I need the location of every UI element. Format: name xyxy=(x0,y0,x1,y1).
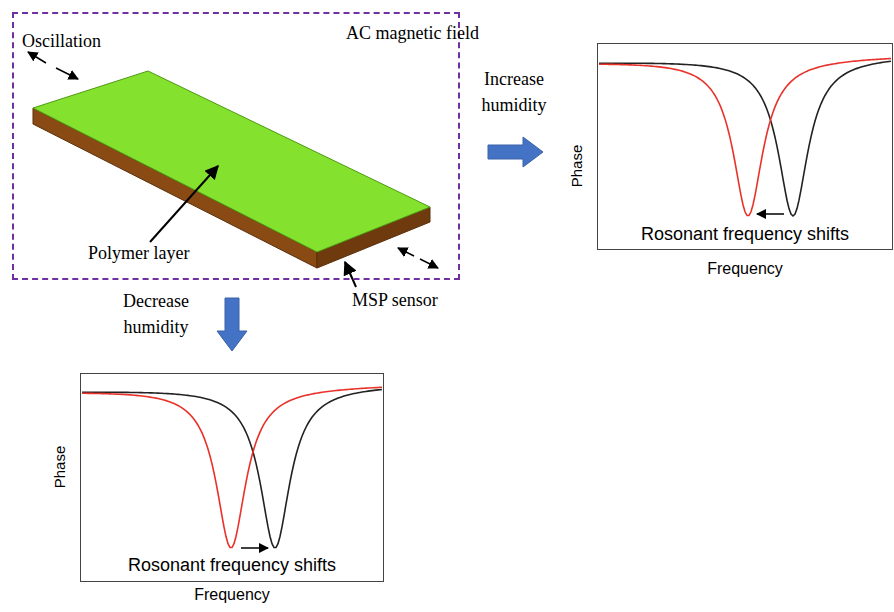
shift-arrow xyxy=(241,547,268,549)
phase-curve xyxy=(599,61,891,216)
oscillation-arrow xyxy=(398,248,414,256)
polymer-layer-top xyxy=(33,71,430,252)
leader-arrow xyxy=(345,262,356,287)
oscillation-arrow xyxy=(420,259,438,268)
oscillation-arrow xyxy=(56,68,78,79)
axis-label: Frequency xyxy=(194,586,270,604)
flow-arrow xyxy=(488,137,543,167)
leader-arrow xyxy=(150,166,218,242)
field-label: AC magnetic field xyxy=(346,23,479,45)
axis-label: Phase xyxy=(51,446,68,489)
phase-curve xyxy=(82,387,382,547)
axis-label: Phase xyxy=(568,145,585,188)
part-label: MSP sensor xyxy=(352,290,438,312)
phase-chart: PhaseRosonant frequency shiftsFrequency xyxy=(597,43,893,250)
part-label: Polymer layer xyxy=(88,243,189,265)
edge-label: Increase humidity xyxy=(462,66,566,118)
flow-arrow xyxy=(217,298,247,351)
phase-curve xyxy=(599,58,891,215)
phase-curve xyxy=(82,389,382,547)
shift-arrow xyxy=(757,213,784,215)
axis-label: Frequency xyxy=(707,260,783,278)
oscillation-arrow xyxy=(28,52,46,63)
edge-label: Decrease humidity xyxy=(104,288,208,340)
shift-label: Rosonant frequency shifts xyxy=(641,224,849,245)
field-region: AC magnetic field xyxy=(12,12,460,280)
phase-chart: PhaseRosonant frequency shiftsFrequency xyxy=(80,373,384,582)
part-label: Oscillation xyxy=(22,31,101,53)
shift-label: Rosonant frequency shifts xyxy=(128,555,336,576)
